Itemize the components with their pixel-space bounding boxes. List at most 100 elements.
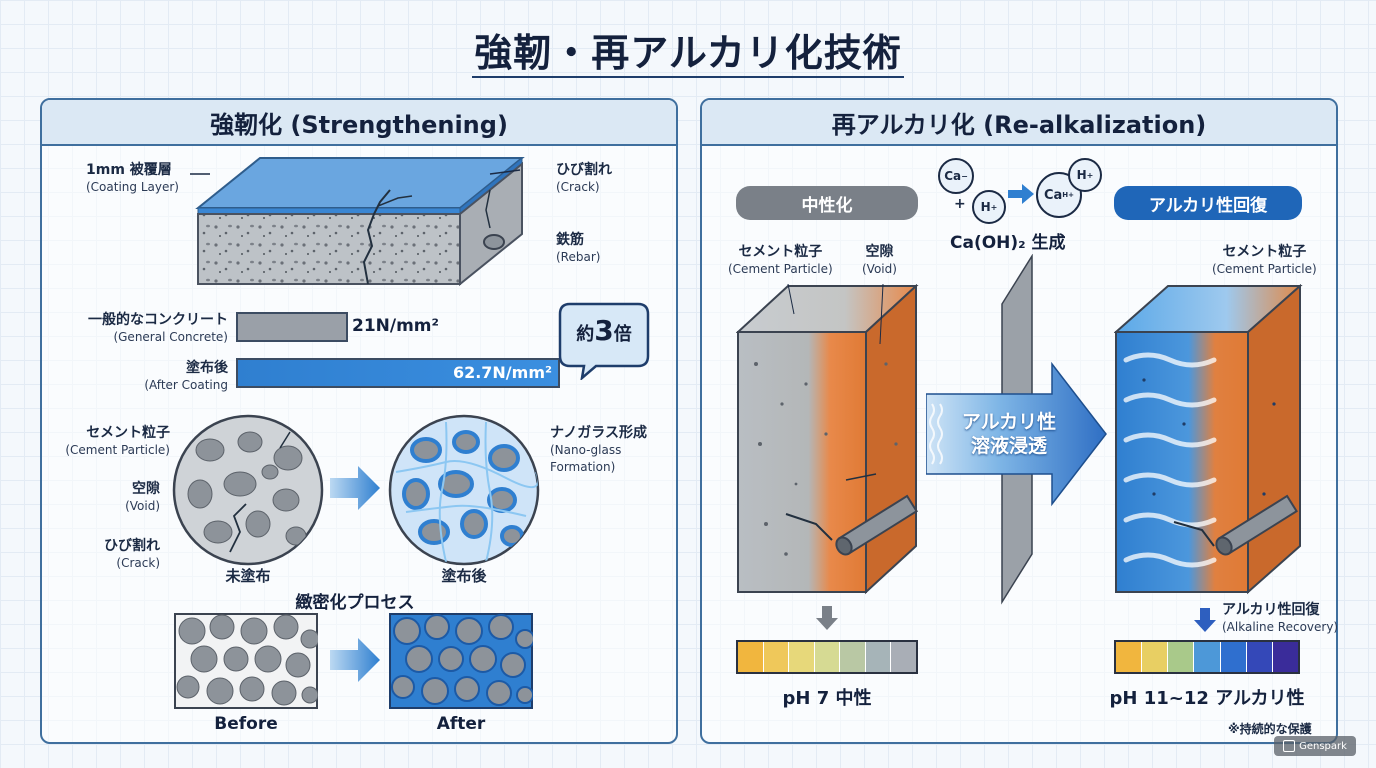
ph-scale-neutral: [736, 640, 918, 674]
general-concrete-sub: (General Concrete): [113, 330, 228, 344]
void-left-label: 空隙 (Void): [862, 244, 897, 278]
void-text: 空隙: [132, 481, 160, 497]
crack2-sub: (Crack): [116, 556, 160, 570]
badge-number: 3: [594, 314, 614, 347]
alkaline-recovery-label: アルカリ性回復 (Alkaline Recovery): [1222, 602, 1338, 636]
ion-cah-text: Ca: [1043, 187, 1063, 203]
crack-label: ひび割れ (Crack): [556, 162, 612, 196]
penetration-label: アルカリ性 溶液浸透: [944, 410, 1074, 458]
ph-swatch: [890, 642, 917, 672]
ph-swatch: [762, 642, 789, 672]
general-strength-bar: [236, 312, 348, 342]
ion-ca: Ca−: [938, 158, 974, 194]
alkaline-recovery-sub: (Alkaline Recovery): [1222, 620, 1339, 634]
coating-layer-text: 1mm 被覆層: [86, 162, 172, 178]
title-underline: [472, 76, 904, 78]
before-caption: Before: [214, 714, 278, 734]
coating-layer-sub: (Coating Layer): [86, 180, 179, 194]
brand-text: Genspark: [1299, 740, 1347, 752]
rebar-label: 鉄筋 (Rebar): [556, 232, 600, 266]
void-left-sub: (Void): [862, 262, 897, 276]
after-coating-text: 塗布後: [186, 360, 228, 376]
rebar-sub: (Rebar): [556, 250, 601, 264]
neutral-down-arrow-icon: [816, 606, 838, 630]
cement-particle-sub: (Cement Particle): [65, 443, 170, 457]
void-sub: (Void): [125, 499, 160, 513]
cement-particle-right-label: セメント粒子 (Cement Particle): [1212, 244, 1317, 278]
coating-layer-label: 1mm 被覆層 (Coating Layer): [86, 162, 179, 196]
coated-microstructure: [388, 414, 540, 566]
cement-particle-label: セメント粒子 (Cement Particle): [60, 425, 170, 459]
ph-alkaline-label: pH 11~12 アルカリ性: [1109, 688, 1305, 709]
ph-swatch: [864, 642, 891, 672]
cement-particle-text: セメント粒子: [86, 425, 170, 441]
ph-scale-alkaline: [1114, 640, 1300, 674]
ph-swatch: [1167, 642, 1194, 672]
reaction-arrow-icon: [1008, 184, 1034, 204]
after-coating-label: 塗布後 (After Coating: [60, 360, 228, 394]
coated-slab-diagram: [190, 156, 525, 287]
nano-glass-sub1: (Nano-glass: [550, 443, 622, 457]
reaction-label: Ca(OH)₂ 生成: [950, 233, 1066, 253]
general-strength-value: 21N/mm²: [352, 316, 439, 336]
after-caption: After: [436, 714, 486, 734]
ion-h: H+: [972, 190, 1006, 224]
ph-swatch: [1116, 642, 1142, 672]
recovered-block: [1114, 284, 1303, 595]
after-strength-value: 62.7N/mm²: [452, 363, 552, 382]
realkalization-header: 再アルカリ化 (Re-alkalization): [702, 100, 1336, 146]
ph-swatch: [1193, 642, 1220, 672]
ph-swatch: [1141, 642, 1168, 672]
badge-suffix: 倍: [613, 324, 632, 345]
general-concrete-label: 一般的なコンクリート (General Concrete): [60, 312, 228, 346]
cement-left-text: セメント粒子: [738, 244, 823, 260]
coated-caption: 塗布後: [441, 567, 487, 585]
cement-right-text: セメント粒子: [1222, 244, 1307, 260]
void-label: 空隙 (Void): [60, 481, 160, 515]
ph-swatch: [813, 642, 840, 672]
ph-swatch: [738, 642, 763, 672]
transform-arrow-icon: [330, 466, 380, 510]
rebar-text: 鉄筋: [556, 232, 584, 248]
neutralized-block: [736, 284, 919, 595]
uncoated-microstructure: [172, 414, 324, 566]
ion-h-top: H+: [1068, 158, 1102, 192]
after-coating-sub: (After Coating: [144, 378, 228, 392]
crack2-text: ひび割れ: [104, 538, 160, 554]
ion-cah-sup: H+: [1062, 191, 1075, 199]
ion-ca-text: Ca: [944, 169, 962, 183]
ion-h-text: H: [980, 200, 991, 214]
alkaline-recovery-text: アルカリ性回復: [1222, 602, 1320, 618]
footnote: ※持続的な保護: [1228, 722, 1312, 736]
penetration-arrow-icon: [926, 254, 1107, 605]
uncoated-caption: 未塗布: [225, 567, 271, 585]
ph-swatch: [1245, 642, 1272, 672]
before-pattern: [174, 613, 318, 709]
ph-swatch: [788, 642, 814, 672]
recovery-down-arrow-icon: [1194, 608, 1216, 632]
speech-bubble-icon: [558, 302, 650, 380]
process-arrow-icon: [330, 638, 380, 682]
brand-logo-icon: [1283, 740, 1296, 752]
alkaline-recovery-pill: アルカリ性回復: [1114, 186, 1302, 220]
cement-particle-left-label: セメント粒子 (Cement Particle): [728, 244, 833, 278]
nano-glass-text: ナノガラス形成: [550, 425, 648, 441]
after-coating-strength-bar: 62.7N/mm²: [236, 358, 560, 388]
penetration-text1: アルカリ性: [961, 411, 1057, 433]
ph-swatch: [1219, 642, 1246, 672]
void-left-text: 空隙: [865, 244, 894, 260]
ph-swatch: [839, 642, 865, 672]
ph-swatch: [1271, 642, 1298, 672]
penetration-text2: 溶液浸透: [970, 435, 1047, 457]
neutralization-pill: 中性化: [736, 186, 918, 220]
nano-glass-sub2: Formation): [550, 460, 616, 474]
page-title: 強靭・再アルカリ化技術: [474, 31, 902, 75]
ion-h-top-text: H: [1076, 168, 1087, 182]
densification-title: 緻密化プロセス: [295, 593, 415, 613]
badge-prefix: 約: [576, 324, 595, 345]
nano-glass-label: ナノガラス形成 (Nano-glass Formation): [550, 425, 647, 476]
three-times-badge: 約3倍: [560, 314, 648, 347]
cement-left-sub: (Cement Particle): [728, 262, 833, 276]
brand-badge: Genspark: [1274, 736, 1356, 756]
